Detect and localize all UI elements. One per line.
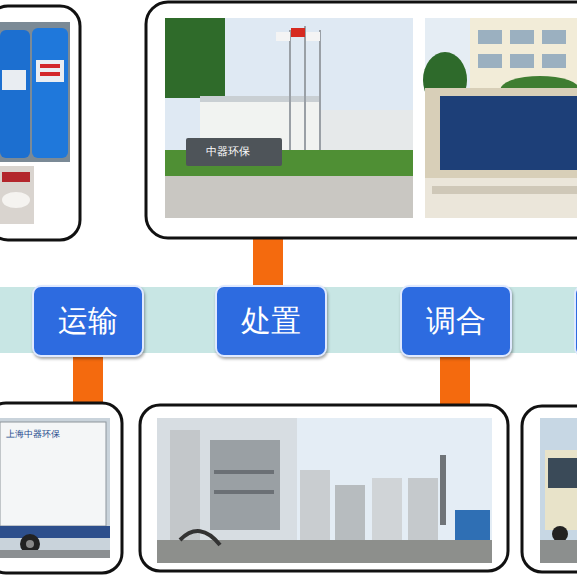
step-label: 处置 xyxy=(241,303,301,339)
connector-bar xyxy=(440,356,470,406)
photo-frame xyxy=(140,405,508,571)
connector-bar xyxy=(73,356,103,404)
step-box: 运输 xyxy=(32,285,144,357)
step-label: 运输 xyxy=(58,303,118,339)
sign-text: 中器环保 xyxy=(206,146,250,158)
photo-frame xyxy=(146,2,577,238)
step-box: 处置 xyxy=(215,285,327,357)
photo-frame xyxy=(0,6,80,240)
step-box: 调合 xyxy=(400,285,512,357)
photo-frame xyxy=(522,406,577,572)
truck-text: 上海中器环保 xyxy=(6,430,60,440)
step-box-partial xyxy=(575,286,577,356)
photo-frame xyxy=(0,403,122,573)
step-label: 调合 xyxy=(426,303,486,339)
connector-bar xyxy=(253,238,283,286)
